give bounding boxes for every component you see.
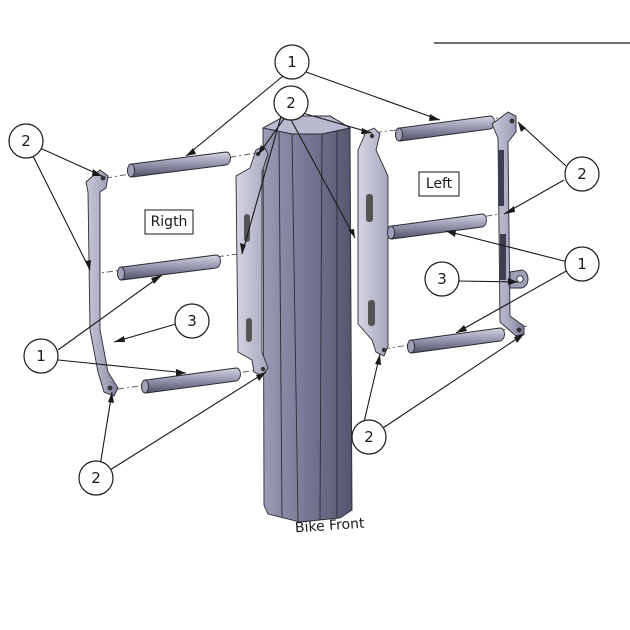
callout-1-top: 1 <box>274 44 310 80</box>
callout-1-right: 1 <box>564 246 600 282</box>
callout-3-left: 3 <box>174 303 210 339</box>
callout-2-right-number: 2 <box>577 165 587 183</box>
left-tab <box>509 269 529 289</box>
left-rod-middle <box>387 213 487 240</box>
right-side-label-text: Rigth <box>151 214 188 230</box>
left-rod-bottom <box>407 327 505 354</box>
callout-2-right: 2 <box>564 156 600 192</box>
left-outer-strip <box>491 111 525 337</box>
callout-2-lower-right-number: 2 <box>364 428 374 446</box>
callout-2-lower-left-number: 2 <box>91 469 101 487</box>
leader-arrowheads <box>85 114 526 403</box>
callout-2-lower-left: 2 <box>78 460 114 496</box>
right-rod-middle <box>117 254 221 281</box>
fork-tube <box>261 115 353 523</box>
right-rod-top <box>127 151 231 178</box>
callout-3-left-number: 3 <box>187 312 197 330</box>
callout-2-top: 2 <box>273 85 309 121</box>
callout-2-top-number: 2 <box>286 94 296 112</box>
left-rod-top <box>395 115 495 142</box>
callout-3-right-number: 3 <box>437 270 447 288</box>
callout-1-left-number: 1 <box>36 347 46 365</box>
callout-2-lower-right: 2 <box>351 419 387 455</box>
left-side-label-text: Left <box>426 176 453 192</box>
right-outer-strip <box>85 169 119 397</box>
callout-1-left: 1 <box>23 338 59 374</box>
left-side-label: Left <box>418 171 460 197</box>
callout-1-right-number: 1 <box>577 255 587 273</box>
callout-1-top-number: 1 <box>287 53 297 71</box>
left-inner-bracket <box>357 127 389 357</box>
callout-2-upper-left-number: 2 <box>21 132 31 150</box>
right-inner-bracket <box>235 145 269 377</box>
right-side-label: Rigth <box>144 209 194 235</box>
right-rod-bottom <box>141 367 241 394</box>
bike-front-label: Bike Front <box>294 516 365 537</box>
callout-3-right: 3 <box>424 261 460 297</box>
callout-2-upper-left: 2 <box>8 123 44 159</box>
